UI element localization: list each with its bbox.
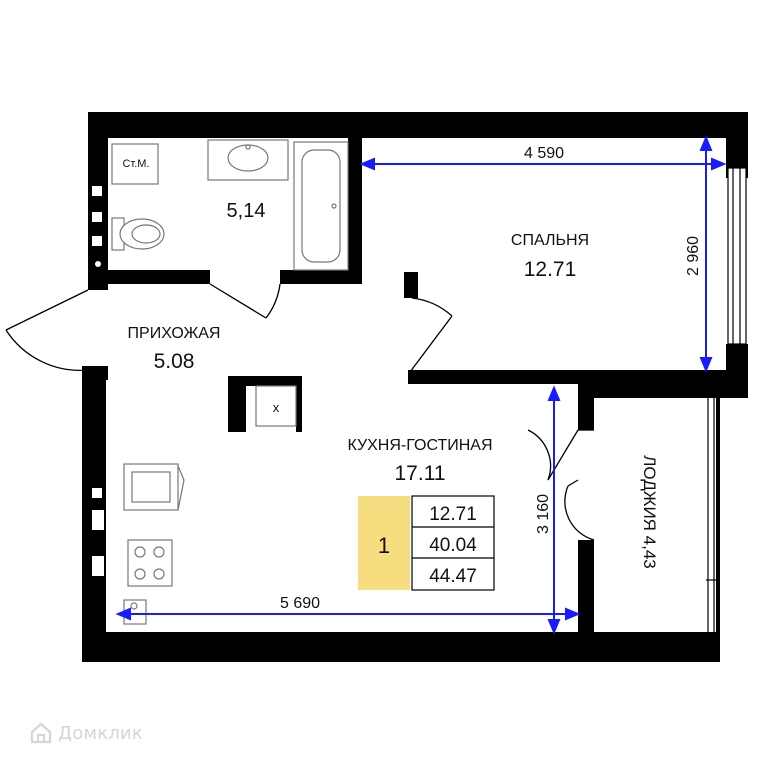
dimension-lines <box>115 135 727 635</box>
wall-bath-right <box>348 138 362 273</box>
kitchen-living-area: 17.11 <box>395 462 446 485</box>
entrance-door-leaf <box>5 289 89 331</box>
house-logo-icon <box>30 722 52 744</box>
wall-top <box>88 112 748 138</box>
bedroom-name: СПАЛЬНЯ <box>511 232 589 249</box>
bath-door-leaf <box>209 283 267 319</box>
total-area: 40.04 <box>429 535 477 556</box>
column-shaft-left <box>228 376 246 432</box>
window-bedroom <box>727 167 747 345</box>
rooms-count: 1 <box>378 533 390 558</box>
living-area: 12.71 <box>429 504 477 525</box>
wall-loggia-partition-lower <box>578 540 594 634</box>
doors <box>5 283 595 541</box>
shaft-mark: x <box>273 400 280 415</box>
wall-entry-left <box>82 366 108 380</box>
bathroom-fixtures <box>111 139 349 271</box>
loggia-door-swing <box>527 429 552 481</box>
ventilation-shaft <box>255 385 297 427</box>
dim-bedroom-depth: 2 960 <box>685 236 702 276</box>
wall-loggia-right <box>716 398 720 662</box>
wall-bath-bottom-left <box>108 270 210 284</box>
walls <box>82 112 748 662</box>
stove <box>127 539 173 587</box>
wall-bath-bottom-right <box>280 270 362 284</box>
bathroom-area: 5,14 <box>227 200 266 222</box>
wall-loggia-top <box>578 384 726 398</box>
hallway-name: ПРИХОЖАЯ <box>128 325 221 342</box>
area-summary: 1 12.71 40.04 44.47 <box>358 495 495 591</box>
column-shaft-top <box>228 376 302 386</box>
bedroom-door-swing <box>411 297 453 317</box>
bedroom-door-leaf <box>409 315 453 373</box>
dim-kitchen-width: 5 690 <box>280 595 320 612</box>
closet-label: Ст.М. <box>122 158 149 170</box>
total-area-with-loggia: 44.47 <box>429 566 477 587</box>
hallway-area: 5.08 <box>154 350 195 373</box>
window-loggia <box>706 398 716 632</box>
wall-bottom <box>82 632 718 662</box>
entrance-door-swing <box>5 329 89 372</box>
wall-right-upper <box>726 112 748 178</box>
bath-door-swing <box>265 283 281 319</box>
kitchen-living-name: КУХНЯ-ГОСТИНАЯ <box>347 437 492 454</box>
rooms-count-badge <box>358 496 410 590</box>
watermark-text: Домклик <box>58 722 144 744</box>
column-shaft-right <box>296 376 302 432</box>
loggia-label: ЛОДЖИЯ 4,43 <box>640 455 659 569</box>
wall-loggia-partition-upper <box>578 384 594 430</box>
washing-machine-closet <box>111 143 159 185</box>
wall-bedroom-stub <box>404 272 418 298</box>
watermark: Домклик <box>30 722 143 744</box>
dim-bedroom-width: 4 590 <box>524 145 564 162</box>
wall-right-mid <box>726 344 748 398</box>
dim-kitchen-depth: 3 160 <box>535 494 552 534</box>
wall-bedroom-bottom <box>408 370 726 384</box>
bedroom-area: 12.71 <box>524 258 577 281</box>
kitchen-fixtures <box>123 385 297 625</box>
